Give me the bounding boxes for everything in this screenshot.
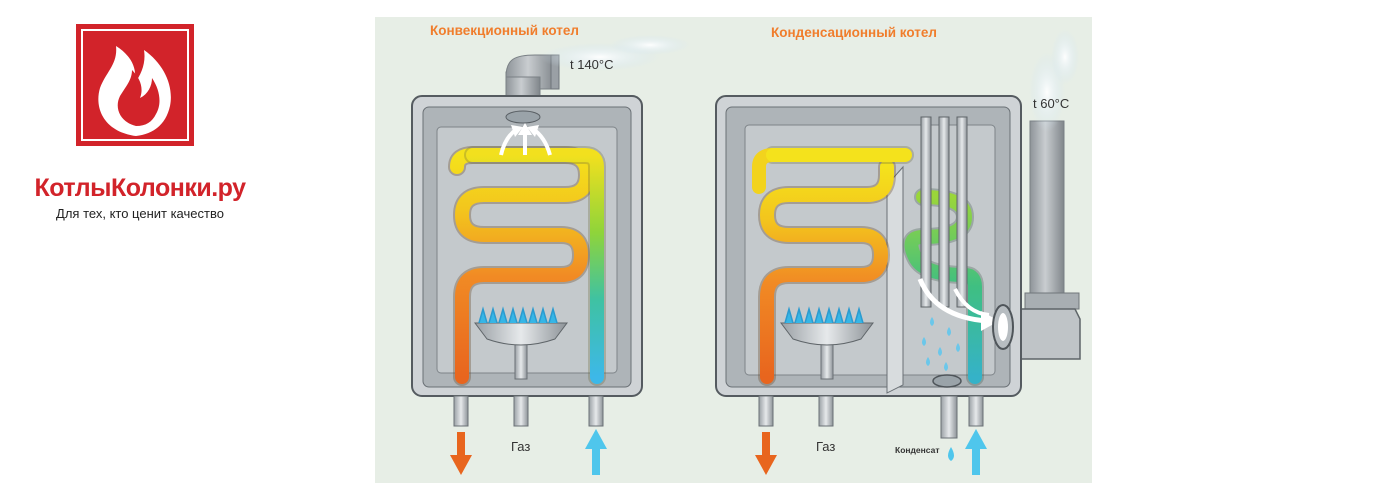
- condensate-label: Конденсат: [895, 445, 940, 455]
- convection-boiler: [411, 35, 690, 475]
- condensing-gas-label: Газ: [816, 439, 835, 454]
- boiler-comparison-illustration: Конвекционный котел t 140°C Газ Конденса…: [375, 17, 1092, 483]
- logo-tagline: Для тех, кто ценит качество: [56, 206, 224, 221]
- convection-gas-label: Газ: [511, 439, 530, 454]
- condensate-droplets-icon: [922, 317, 960, 371]
- burner-icon: [780, 306, 874, 380]
- boiler-diagram: Конвекционный котел t 140°C Газ Конденса…: [375, 17, 1092, 483]
- hot-water-out-arrow-icon: [450, 432, 472, 475]
- logo: КотлыКолонки.ру Для тех, кто ценит качес…: [30, 18, 250, 221]
- convection-flue-temp: t 140°C: [570, 57, 614, 72]
- flame-logo-icon: [76, 24, 194, 146]
- cold-water-in-arrow-icon: [585, 429, 607, 475]
- condensing-flue-temp: t 60°C: [1033, 96, 1069, 111]
- condensing-boiler: [715, 29, 1081, 475]
- burner-icon: [474, 306, 568, 380]
- cold-water-in-arrow-icon: [965, 429, 987, 475]
- condensing-title: Конденсационный котел: [771, 25, 937, 40]
- hot-water-out-arrow-icon: [755, 432, 777, 475]
- condensate-drop-icon: [948, 447, 954, 461]
- logo-name: КотлыКолонки.ру: [34, 174, 246, 202]
- convection-title: Конвекционный котел: [430, 23, 579, 38]
